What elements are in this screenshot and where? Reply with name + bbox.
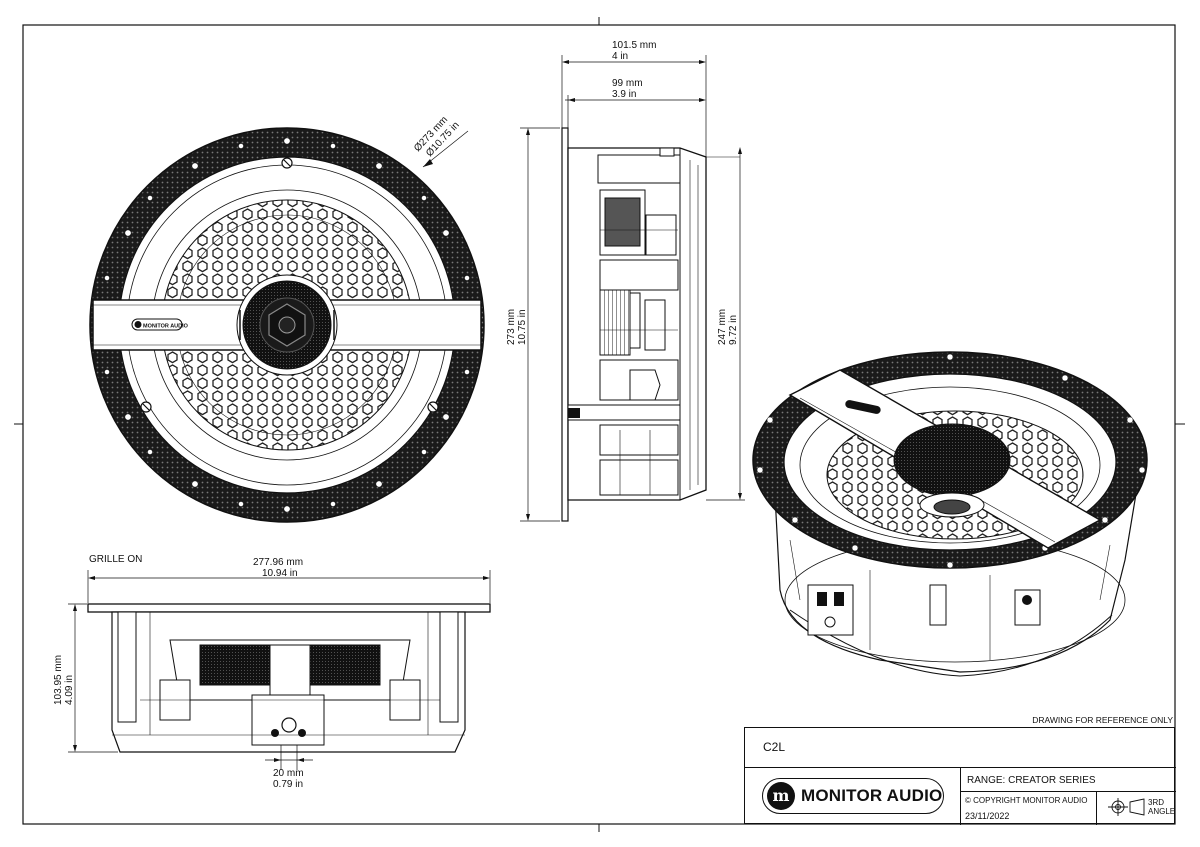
title-block: C2L m MONITOR AUDIO RANGE: CREATOR SERIE… — [744, 727, 1176, 825]
bottom-dimensions — [68, 570, 491, 770]
side-height-in: 10.75 in — [517, 309, 528, 345]
projection-line-2: ANGLE — [1148, 807, 1176, 816]
isometric-view — [752, 351, 1148, 677]
brand-badge: m — [767, 782, 795, 810]
front-logo-text: MONITOR AUDIO — [143, 324, 189, 330]
side-total-depth-mm: 101.5 mm — [612, 40, 656, 51]
bottom-view — [87, 603, 491, 753]
terminal-mm: 20 mm — [273, 768, 304, 779]
clamp-screw-icon — [140, 157, 439, 413]
grille-on-label: GRILLE ON — [89, 554, 143, 565]
logo-cell: m MONITOR AUDIO — [745, 768, 961, 825]
range-text: RANGE: CREATOR SERIES — [967, 775, 1096, 786]
range-cell: RANGE: CREATOR SERIES — [961, 768, 1176, 792]
diameter-dimension: Ø273 mm Ø10.75 in — [412, 114, 469, 168]
bottom-width-in: 10.94 in — [262, 568, 298, 579]
side-view — [561, 127, 740, 522]
bottom-height-mm: 103.95 mm — [53, 655, 64, 705]
bottom-width-mm: 277.96 mm — [253, 557, 303, 568]
reference-note: DRAWING FOR REFERENCE ONLY — [1032, 715, 1173, 725]
cutout-mm: 247 mm — [717, 309, 728, 345]
terminal-in: 0.79 in — [273, 779, 303, 790]
copyright-cell: © COPYRIGHT MONITOR AUDIO 23/11/2022 — [961, 792, 1097, 825]
copyright-text: © COPYRIGHT MONITOR AUDIO — [965, 796, 1088, 805]
front-view — [89, 127, 485, 523]
cutout-in: 9.72 in — [728, 315, 739, 345]
side-total-depth-in: 4 in — [612, 51, 628, 62]
monitor-audio-logo-icon: m MONITOR AUDIO — [762, 778, 944, 814]
drawing-date: 23/11/2022 — [965, 811, 1010, 821]
bottom-arrowheads — [73, 576, 490, 762]
model-cell: C2L — [745, 728, 1176, 768]
bottom-height-in: 4.09 in — [64, 675, 75, 705]
sheet-frame — [14, 17, 1185, 832]
side-depth-in: 3.9 in — [612, 89, 636, 100]
front-logo: MONITOR AUDIO — [131, 318, 189, 331]
projection-line-1: 3RD — [1148, 798, 1165, 807]
side-arrowheads — [526, 60, 742, 521]
side-depth-mm: 99 mm — [612, 78, 643, 89]
side-height-mm: 273 mm — [506, 309, 517, 345]
brand-name: MONITOR AUDIO — [801, 786, 943, 805]
model-name: C2L — [763, 740, 786, 754]
side-dimensions — [520, 55, 745, 522]
third-angle-projection-icon — [1108, 798, 1145, 816]
